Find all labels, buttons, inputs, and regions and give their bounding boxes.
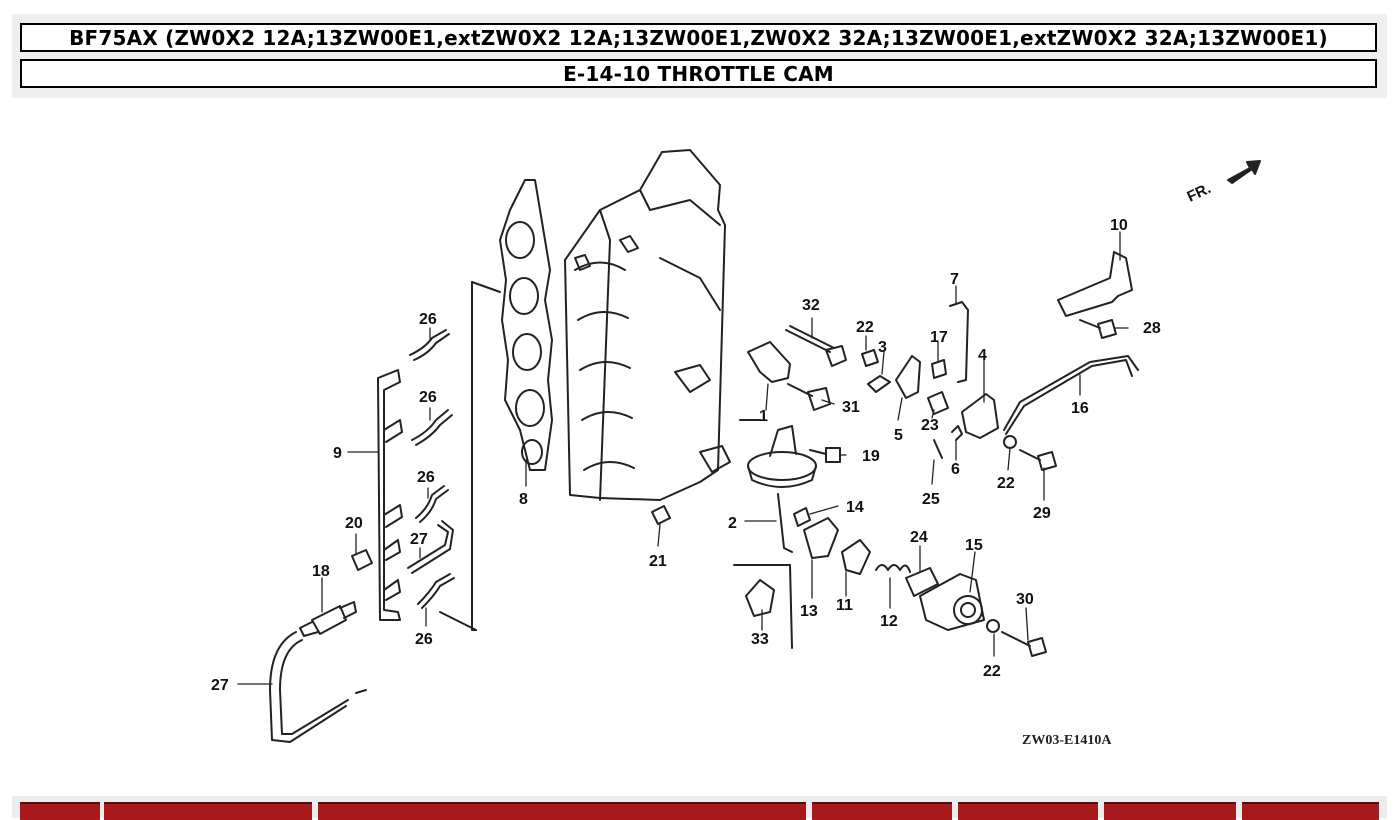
parts-diagram: FR.: [0, 100, 1399, 790]
filter-18: [299, 601, 357, 637]
callout-19: 19: [862, 448, 880, 465]
callout-17: 17: [930, 329, 948, 346]
throttle-cam-15: [919, 573, 985, 631]
front-direction-arrow: FR.: [1185, 160, 1261, 206]
callout-18: 18: [312, 563, 330, 580]
nut-21: [651, 505, 671, 525]
washer-22-mid: [1003, 435, 1017, 449]
washer-22-low: [986, 619, 1000, 633]
footer-cell-7: [1242, 802, 1379, 820]
rod-16: [1003, 355, 1139, 431]
callout-26-a: 26: [419, 311, 437, 328]
callout-30: 30: [1016, 591, 1034, 608]
footer-cell-5: [958, 802, 1098, 820]
nut-22-top: [861, 349, 879, 367]
lever-5: [895, 355, 921, 399]
bolt-25: [933, 439, 943, 459]
callout-12: 12: [880, 613, 898, 630]
callout-5: 5: [894, 427, 903, 444]
footer-cell-2: [104, 802, 312, 820]
hose-27-upper: [407, 524, 449, 569]
bolt-29: [1019, 449, 1041, 461]
callout-21: 21: [649, 553, 667, 570]
callout-22-top: 22: [856, 319, 874, 336]
footer-cell-3: [318, 802, 806, 820]
screw-19: [809, 449, 827, 455]
rod-7: [949, 301, 969, 383]
callout-14: 14: [846, 499, 864, 516]
callout-16: 16: [1071, 400, 1089, 417]
hose-26-drawings: [409, 329, 455, 609]
callout-11: 11: [836, 597, 853, 614]
part-33: [745, 579, 775, 617]
bolt-28: [1079, 319, 1101, 329]
lever-13: [803, 517, 839, 559]
part-33-bracket: [733, 564, 793, 649]
footer-bar: [12, 796, 1387, 820]
callout-26-d: 26: [415, 631, 433, 648]
collar-23: [927, 391, 949, 415]
callout-32: 32: [802, 297, 820, 314]
callout-28: 28: [1143, 320, 1161, 337]
callout-23: 23: [921, 417, 939, 434]
footer-cell-6: [1104, 802, 1236, 820]
section-title: E-14-10 THROTTLE CAM: [20, 59, 1377, 88]
footer-cell-4: [812, 802, 952, 820]
callout-26-b: 26: [419, 389, 437, 406]
plate-11: [841, 539, 871, 575]
actuator-drawing: [747, 425, 817, 488]
header-panel: BF75AX (ZW0X2 12A;13ZW00E1,extZW0X2 12A;…: [12, 14, 1387, 98]
drawing-code: ZW03-E1410A: [1022, 733, 1112, 748]
spring-6: [951, 425, 963, 441]
callout-31: 31: [842, 399, 860, 416]
callout-6: 6: [951, 461, 960, 478]
callout-15: 15: [965, 537, 983, 554]
callout-10: 10: [1110, 217, 1128, 234]
callout-25: 25: [922, 491, 940, 508]
callout-24: 24: [910, 529, 928, 546]
front-direction-label: FR.: [1185, 180, 1214, 206]
callout-7: 7: [950, 271, 959, 288]
part-3: [867, 375, 891, 393]
callout-3: 3: [878, 339, 887, 356]
gasket-drawing: [499, 179, 553, 471]
callout-9: 9: [333, 445, 342, 462]
callout-4: 4: [978, 347, 987, 364]
collar-24: [905, 567, 939, 597]
clip-1: [747, 341, 791, 383]
callout-22-mid: 22: [997, 475, 1015, 492]
callout-29: 29: [1033, 505, 1051, 522]
bolt-32: [785, 329, 831, 353]
callout-20: 20: [345, 515, 363, 532]
callout-27-lower: 27: [211, 677, 229, 694]
bracket-10: [1057, 251, 1133, 317]
cam-4: [961, 393, 999, 439]
group-bracket: [471, 281, 477, 631]
bolt-30: [1001, 631, 1031, 647]
callout-1: 1: [759, 408, 768, 425]
callout-2: 2: [728, 515, 737, 532]
callout-22-low: 22: [983, 663, 1001, 680]
pipe-9-drawing: [377, 369, 403, 621]
rod-2: [777, 493, 793, 553]
callout-13: 13: [800, 603, 818, 620]
callout-33: 33: [751, 631, 769, 648]
intake-manifold-drawing: [564, 149, 731, 501]
callout-8: 8: [519, 491, 528, 508]
callout-27-upper: 27: [410, 531, 428, 548]
spring-12: [875, 564, 911, 573]
part-17: [931, 359, 947, 379]
footer-cell-1: [20, 802, 100, 820]
callout-26-c: 26: [417, 469, 435, 486]
nut-14: [793, 507, 811, 527]
model-title: BF75AX (ZW0X2 12A;13ZW00E1,extZW0X2 12A;…: [20, 23, 1377, 52]
fitting-20: [351, 549, 373, 571]
hose-27-lower: [269, 631, 347, 743]
